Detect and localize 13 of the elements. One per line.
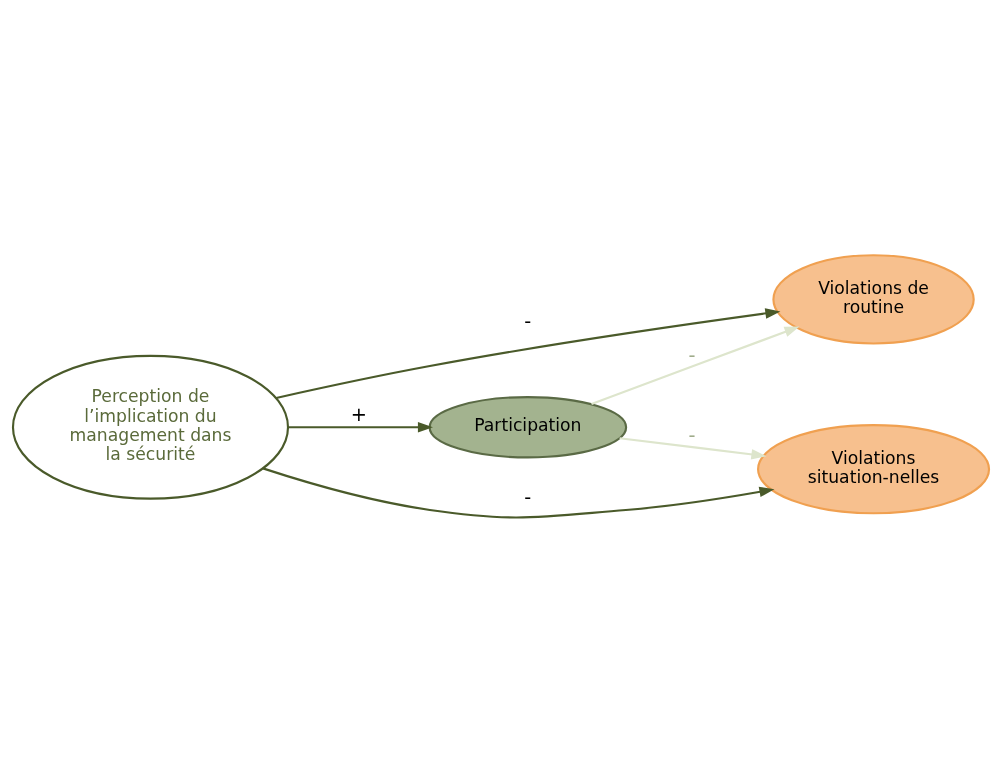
arrow: [262, 467, 775, 519]
edge-label: +: [350, 403, 368, 427]
edge-label: -: [688, 423, 696, 447]
edge-label: -: [688, 344, 696, 368]
arrow: [276, 308, 781, 399]
edge-label: -: [524, 309, 532, 333]
arrow: [591, 326, 800, 405]
edge-label: -: [524, 485, 532, 509]
node-ellipse: Perception de l’implication du management dans la sécurité: [11, 354, 290, 500]
node-ellipse: Participation: [428, 396, 628, 459]
node-ellipse: Violations de routine: [772, 254, 975, 345]
arrow: [288, 421, 433, 433]
arrow: [619, 437, 767, 460]
